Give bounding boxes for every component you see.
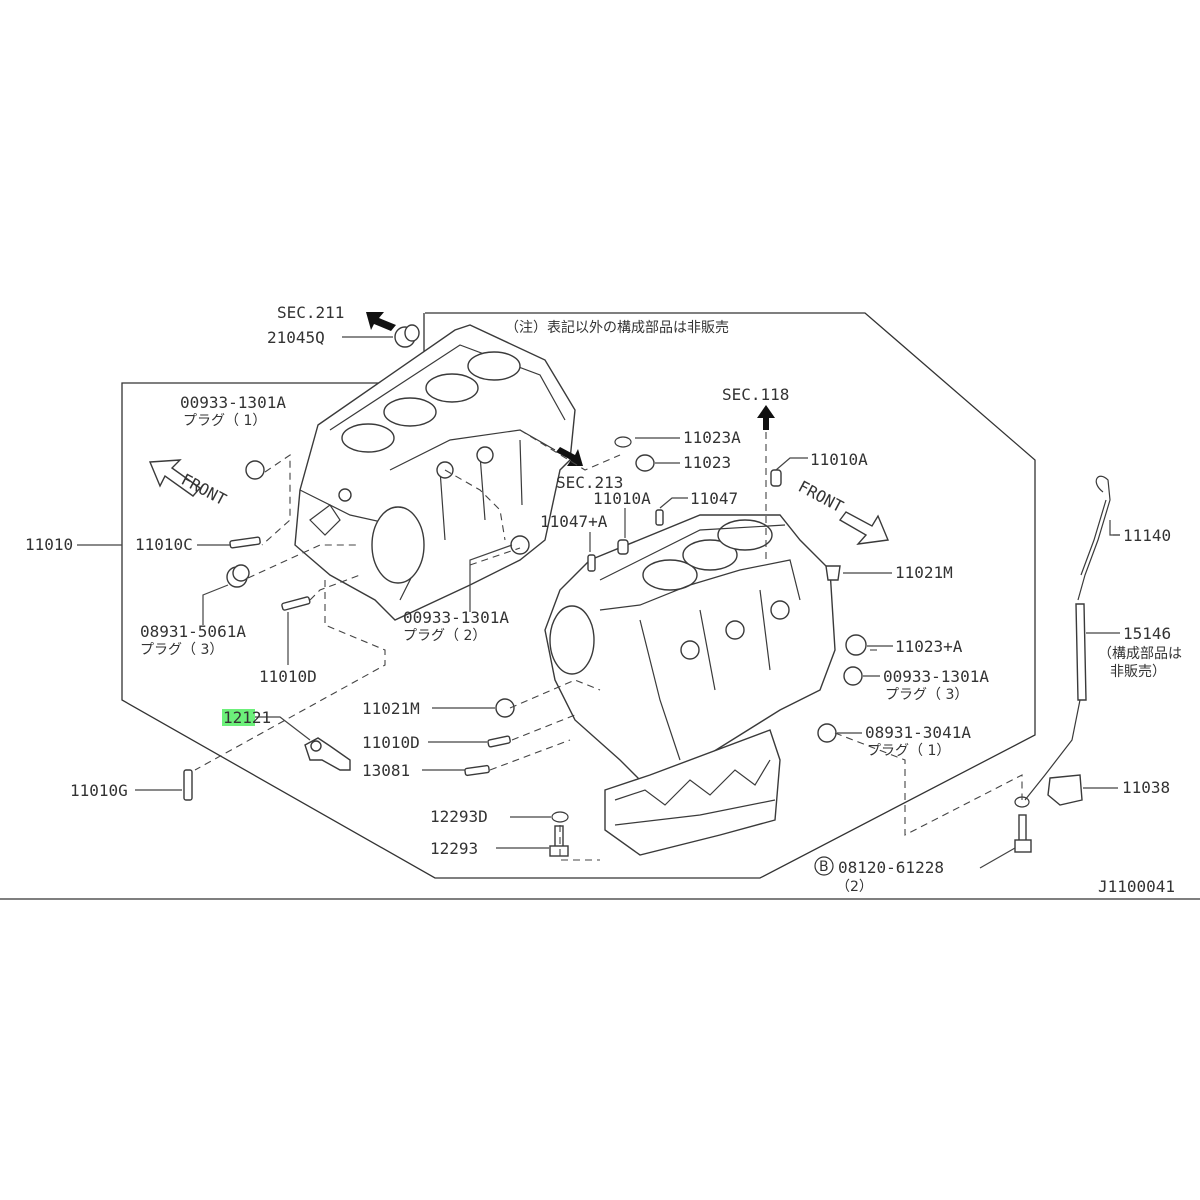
label-11021M-right: 11021M (895, 563, 953, 582)
label-00933-1301A-right: 00933-1301A (883, 667, 989, 686)
label-11021M-left: 11021M (362, 699, 420, 718)
part-00933-1301A-plug-mid (510, 535, 530, 555)
highlight-12121 (222, 709, 255, 726)
label-08931-3041A: 08931-3041A (865, 723, 971, 742)
part-08931-3041A-plug (817, 723, 837, 743)
part-11047-pin (655, 509, 664, 526)
part-11010A-dowel-mid (617, 539, 629, 555)
part-00933-1301A-plug-right (843, 666, 863, 686)
label-front-left: FRONT (178, 470, 230, 510)
label-sec213: SEC.213 (556, 473, 623, 492)
note-text: （注）表記以外の構成部品は非販売 (505, 319, 729, 336)
label-plug2-mid: プラグ（ 2） (403, 628, 486, 644)
label-00933-1301A-mid: 00933-1301A (403, 608, 509, 627)
label-12121: 12121 (223, 708, 271, 727)
diagram-code: J1100041 (1098, 877, 1175, 896)
part-11010A-dowel-right (770, 469, 782, 487)
part-08120-61228-bolt (1014, 814, 1032, 853)
label-12293D: 12293D (430, 807, 488, 826)
label-11010A-right: 11010A (810, 450, 868, 469)
sec211-arrow (366, 312, 396, 331)
part-11023-plus-A-plug (845, 634, 867, 656)
label-15146-note1: （構成部品は (1098, 646, 1182, 662)
label-11010C: 11010C (135, 535, 193, 554)
bolt-letter-circle (814, 856, 834, 876)
label-11010: 11010 (25, 535, 73, 554)
part-11010C-pin (229, 536, 261, 549)
label-11010A-mid: 11010A (593, 489, 651, 508)
label-11047: 11047 (690, 489, 738, 508)
label-11023: 11023 (683, 453, 731, 472)
label-13081: 13081 (362, 761, 410, 780)
part-12293-bolt (549, 825, 569, 857)
label-15146: 15146 (1123, 624, 1171, 643)
label-sec118: SEC.118 (722, 385, 789, 404)
part-21045Q-plug (394, 324, 420, 348)
label-08931-5061A: 08931-5061A (140, 622, 246, 641)
label-11010D-left: 11010D (259, 667, 317, 686)
part-08931-5061A-plug (226, 564, 250, 588)
front-arrow-left (148, 459, 202, 497)
part-11021M-plug-left (495, 698, 515, 718)
leader-lines (77, 336, 1120, 869)
part-11047-plus-A-pin (587, 554, 596, 572)
label-21045Q: 21045Q (267, 328, 325, 347)
part-12121-bracket (304, 737, 351, 771)
sec118-arrow (757, 405, 775, 430)
label-sec211: SEC.211 (277, 303, 344, 322)
label-11010D-mid: 11010D (362, 733, 420, 752)
label-11038: 11038 (1122, 778, 1170, 797)
label-front-right: FRONT (795, 477, 847, 517)
part-11010D-pin-mid (487, 735, 511, 748)
assembly-frame (121, 312, 1036, 879)
part-11010G-pin (183, 769, 193, 801)
part-13081-pin (464, 764, 490, 777)
engine-block-right (544, 514, 836, 856)
label-11010G: 11010G (70, 781, 128, 800)
part-11140-dipstick (1077, 475, 1111, 601)
label-11047-plus-A: 11047+A (540, 512, 608, 531)
label-qty2: （2） (836, 879, 873, 895)
label-plug1-top: プラグ（ 1） (183, 413, 266, 429)
part-11010D-pin-left (281, 596, 311, 611)
label-plug3-right: プラグ（ 3） (885, 687, 968, 703)
label-plug3-left: プラグ（ 3） (140, 642, 223, 658)
label-15146-note2: 非販売） (1110, 664, 1166, 680)
part-11021M-plug-right (825, 565, 841, 581)
label-11023A: 11023A (683, 428, 741, 447)
label-plug1-right: プラグ（ 1） (867, 743, 950, 759)
label-bolt-letter: B (819, 859, 829, 875)
part-11038-sensor (1014, 774, 1083, 808)
label-12293: 12293 (430, 839, 478, 858)
part-12293D-washer (551, 811, 569, 823)
label-11140: 11140 (1123, 526, 1171, 545)
front-arrow-right (838, 511, 889, 545)
sec213-arrow (556, 447, 583, 466)
part-11023-plug (635, 454, 655, 472)
label-00933-1301A-top: 00933-1301A (180, 393, 286, 412)
part-11023A-o-ring (614, 436, 632, 448)
dashed-assembly-lines (194, 429, 1023, 861)
engine-block-left (294, 324, 576, 621)
part-00933-1301A-plug-top (245, 460, 265, 480)
label-08120-61228: 08120-61228 (838, 858, 944, 877)
part-15146-tube (1024, 603, 1087, 801)
label-11023-plus-A: 11023+A (895, 637, 963, 656)
